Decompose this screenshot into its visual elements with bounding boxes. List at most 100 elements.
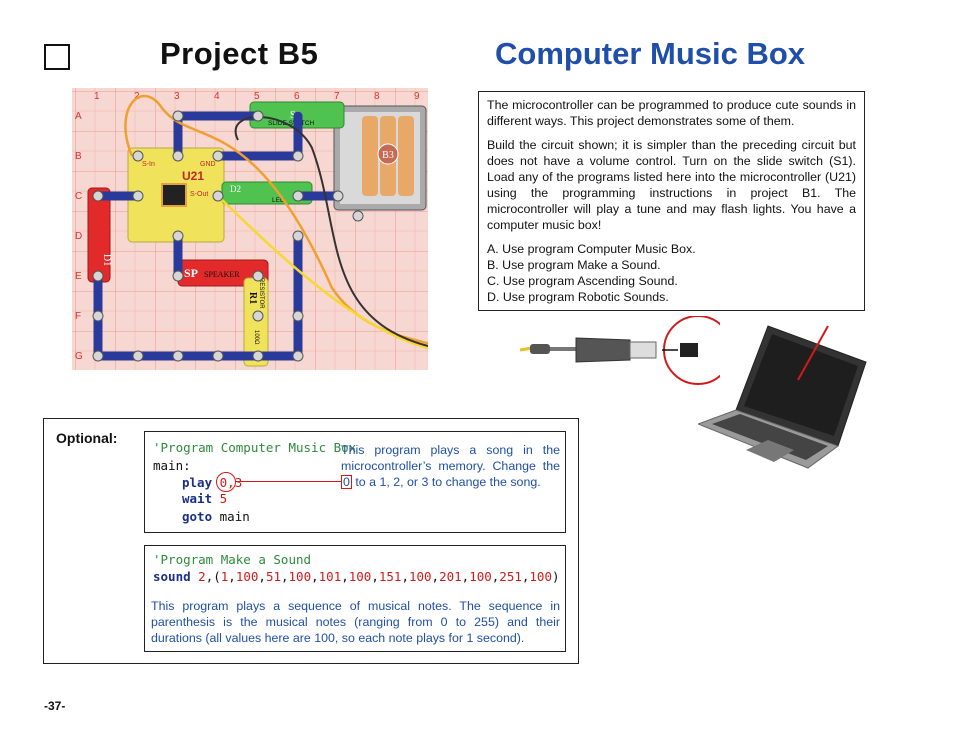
song-number-highlight: [216, 472, 236, 492]
r1-label: R1: [247, 292, 258, 304]
wait-keyword: wait: [182, 491, 213, 506]
sound-arg-token: 100: [348, 569, 372, 584]
snap-connector: [92, 190, 104, 202]
snap-connector: [172, 230, 184, 242]
snap-connector: [212, 350, 224, 362]
sound-arg-token: ,: [311, 569, 319, 584]
snap-connector: [332, 190, 344, 202]
board-column-label: 2: [134, 91, 140, 102]
speaker-label: SPEAKER: [204, 270, 240, 279]
snap-connector: [132, 190, 144, 202]
goto-keyword: goto: [182, 509, 213, 524]
snap-connector: [212, 190, 224, 202]
callout-line: [235, 481, 341, 482]
snap-connector: [92, 310, 104, 322]
sound-arg-token: ,: [431, 569, 440, 584]
snap-connector: [292, 310, 304, 322]
step-d: D. Use program Robotic Sounds.: [487, 290, 669, 304]
gnd-label: GND: [200, 161, 216, 168]
sound-arg-token: ,: [491, 569, 500, 584]
snap-connector: [172, 150, 184, 162]
program2-comment: 'Program Make a Sound: [153, 552, 312, 567]
snap-connector: [292, 230, 304, 242]
program1-goto-line: goto main: [182, 509, 250, 524]
sound-arg-token: ,: [341, 569, 349, 584]
board-row-label: F: [75, 311, 81, 322]
sound-arg-token: 51: [265, 569, 281, 584]
board-row-label: G: [75, 351, 83, 362]
snap-connector: [92, 350, 104, 362]
page-number: -37-: [44, 699, 66, 713]
board-row-label: A: [75, 111, 82, 122]
board-row-label: E: [75, 271, 82, 282]
optional-section: [43, 418, 579, 664]
program1-note-tail: to a 1, 2, or 3 to change the song.: [355, 475, 541, 489]
sound-arg-token: ,: [401, 569, 409, 584]
d2-led-label: LED: [272, 197, 285, 204]
board-column-label: 6: [294, 91, 300, 102]
snap-connector: [292, 350, 304, 362]
sound-arg-token: ,: [258, 569, 266, 584]
program1-note: This program plays a song in the microco…: [341, 442, 560, 490]
program-make-a-sound: [144, 545, 566, 652]
step-a: A. Use program Computer Music Box.: [487, 242, 696, 256]
project-title: Computer Music Box: [495, 36, 806, 71]
snap-connector: [172, 350, 184, 362]
goto-arg: main: [219, 509, 250, 524]
board-column-label: 7: [334, 91, 340, 102]
snap-connector: [252, 310, 264, 322]
sound-arg-token: ): [551, 569, 560, 584]
s-in-label: S-In: [142, 161, 155, 168]
snap-connector: [172, 270, 184, 282]
step-b: B. Use program Make a Sound.: [487, 258, 661, 272]
sp-label: SP: [184, 266, 198, 280]
program1-note-zero: 0: [341, 475, 352, 489]
project-description: The microcontroller can be programmed to…: [478, 91, 865, 311]
project-number: Project B5: [160, 36, 319, 71]
snap-connector: [172, 110, 184, 122]
step-c: C. Use program Ascending Sound.: [487, 274, 678, 288]
project-checkbox[interactable]: [44, 44, 70, 70]
usb-cable-illustration: [520, 316, 720, 385]
ohm-label: 100Ω: [253, 330, 259, 345]
b3-label: B3: [382, 150, 394, 161]
program2-sound-line: sound 2,(1,100,51,100,101,100,151,100,20…: [153, 569, 560, 584]
play-keyword: play: [182, 475, 213, 490]
snap-connector: [212, 150, 224, 162]
sound-arg-token: 151: [378, 569, 402, 584]
wait-arg: 5: [219, 491, 228, 506]
snap-connector: [252, 110, 264, 122]
program2-note: This program plays a sequence of musical…: [151, 599, 560, 645]
sound-arg-token: ,: [461, 569, 470, 584]
board-column-label: 8: [374, 91, 380, 102]
slide-switch-label: SLIDE SWITCH: [268, 120, 315, 127]
laptop-illustration: [698, 325, 867, 469]
snap-connector: [292, 150, 304, 162]
d2-label: D2: [230, 184, 241, 194]
program1-main: main:: [153, 458, 191, 473]
s-out-label: S-Out: [190, 191, 208, 198]
snap-connector: [252, 350, 264, 362]
board-column-label: 4: [214, 91, 220, 102]
sound-arg-token: ,: [371, 569, 379, 584]
snap-connector: [132, 150, 144, 162]
board-column-label: 5: [254, 91, 260, 102]
board-column-label: 3: [174, 91, 180, 102]
snap-connector: [92, 270, 104, 282]
snap-connector: [132, 350, 144, 362]
sound-arg-token: 251: [499, 569, 522, 584]
description-instructions: Build the circuit shown; it is simpler t…: [487, 138, 856, 232]
sound-arg-token: 2: [198, 569, 206, 584]
sound-arg-token: 100: [288, 569, 312, 584]
board-row-label: D: [75, 231, 82, 242]
sound-arg-token: 1: [220, 569, 229, 584]
sound-arg-token: 100: [235, 569, 259, 584]
sound-arg-token: 100: [469, 569, 492, 584]
u21-label: U21: [182, 169, 204, 183]
snap-connector: [252, 270, 264, 282]
board-row-label: B: [75, 151, 82, 162]
resistor-label: RESISTOR: [258, 278, 264, 309]
optional-label: Optional:: [56, 430, 118, 446]
program1-note-text: This program plays a song in the microco…: [341, 443, 560, 473]
